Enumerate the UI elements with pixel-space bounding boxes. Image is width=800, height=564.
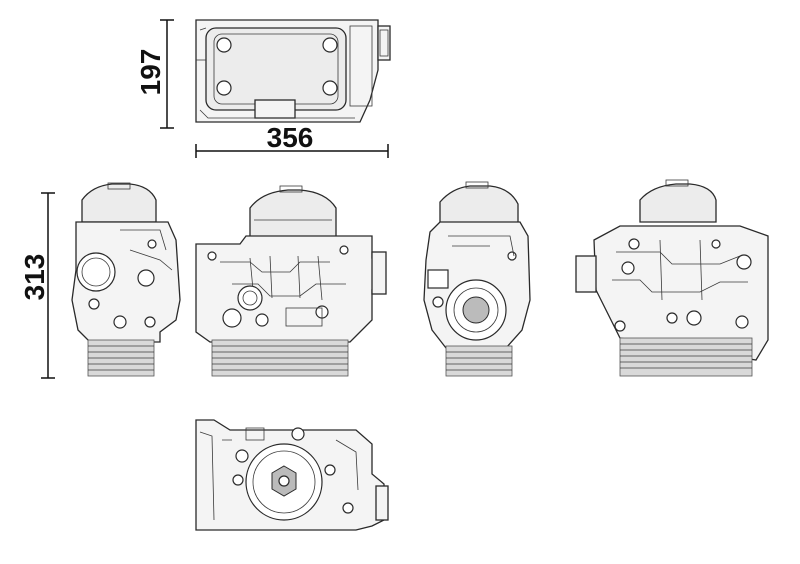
dimension-label-356: 356 [267,122,314,153]
dimension-197: 197 [135,19,174,129]
dimension-356: 356 [195,122,389,158]
dimension-label-197: 197 [135,49,166,96]
dimension-313: 313 [19,192,55,379]
rear-view [575,179,769,377]
bottom-view [195,419,389,531]
dimension-label-313: 313 [19,254,50,301]
left-side-view [71,182,181,377]
front-view [195,185,387,377]
top-view [195,19,391,123]
right-side-view [423,181,531,377]
